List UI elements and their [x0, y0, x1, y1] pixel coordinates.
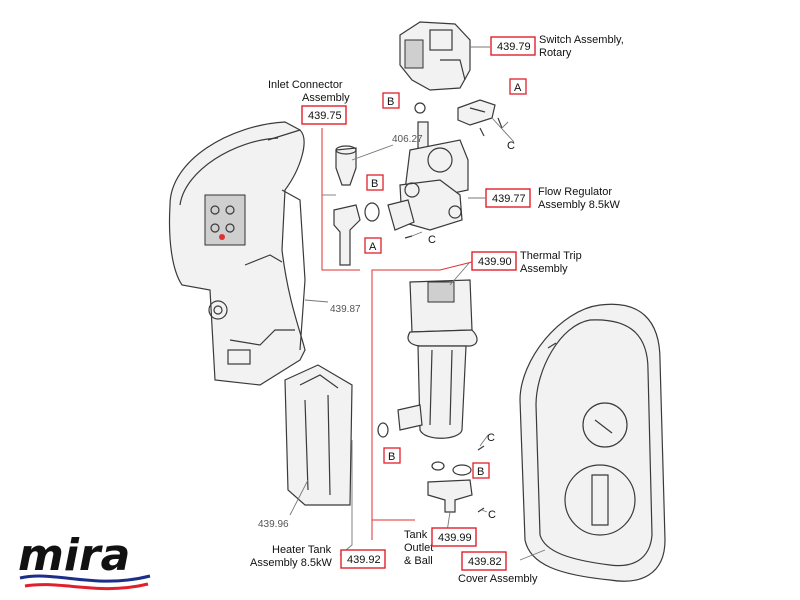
callout-c-2: C: [428, 234, 436, 246]
callout-c-1: C: [507, 140, 515, 152]
label-tank-outlet-2: Outlet: [404, 542, 433, 554]
callout-b-1: B: [382, 92, 400, 109]
code-flow-regulator: 439.77: [492, 193, 526, 205]
code-inlet-connector: 439.75: [308, 110, 342, 122]
code-heater-tank: 439.92: [347, 554, 381, 566]
logo-text: mira: [18, 530, 130, 581]
code-label-heater-tank: 439.92: [340, 549, 386, 569]
label-inlet-connector-1: Inlet Connector: [268, 79, 343, 91]
callout-a-2: A: [364, 237, 382, 254]
code-439-87: 439.87: [330, 304, 361, 315]
code-label-switch-assembly: 439.79: [490, 36, 536, 56]
cover-assembly-illustration: [519, 303, 666, 582]
heater-tank-illustration: [377, 279, 485, 451]
flow-regulator-illustration: [387, 121, 469, 239]
label-tank-outlet-1: Tank: [404, 529, 428, 541]
label-switch-assembly-1: Switch Assembly,: [539, 34, 624, 46]
callout-b-3: B: [383, 447, 401, 464]
leader-lines: [289, 46, 546, 561]
code-switch-assembly: 439.79: [497, 41, 531, 53]
code-tank-outlet: 439.99: [438, 532, 472, 544]
code-label-cover-assembly: 439.82: [461, 551, 507, 571]
callout-c-4: C: [488, 509, 496, 521]
code-thermal-trip: 439.90: [478, 256, 512, 268]
svg-text:A: A: [514, 82, 522, 94]
front-channel-illustration: [284, 364, 353, 506]
callout-b-2: B: [366, 174, 384, 191]
mira-logo: mira: [18, 530, 151, 591]
code-439-96: 439.96: [258, 519, 289, 530]
svg-text:B: B: [388, 451, 395, 463]
backplate-housing: [168, 121, 306, 386]
label-flow-regulator-2: Assembly 8.5kW: [538, 199, 621, 211]
tank-outlet-illustration: [427, 461, 485, 513]
label-inlet-connector-2: Assembly: [302, 92, 350, 104]
label-heater-tank-2: Assembly 8.5kW: [250, 557, 333, 569]
code-label-tank-outlet: 439.99: [431, 527, 477, 547]
label-flow-regulator-1: Flow Regulator: [538, 186, 612, 198]
label-thermal-trip-2: Assembly: [520, 263, 568, 275]
code-label-inlet-connector: 439.75: [301, 105, 347, 125]
callout-b-4: B: [472, 462, 490, 479]
logo-wave-bottom: [24, 582, 149, 591]
label-switch-assembly-2: Rotary: [539, 47, 572, 59]
svg-text:B: B: [477, 466, 484, 478]
code-label-flow-regulator: 439.77: [485, 188, 531, 208]
svg-text:B: B: [387, 96, 394, 108]
code-406-27: 406.27: [392, 134, 423, 145]
callout-c-3: C: [487, 432, 495, 444]
svg-text:A: A: [369, 241, 377, 253]
logo-wave-top: [19, 574, 151, 583]
svg-text:B: B: [371, 178, 378, 190]
switch-assembly-illustration: [399, 21, 503, 137]
callout-a-1: A: [509, 78, 527, 95]
code-label-thermal-trip: 439.90: [471, 251, 517, 271]
label-thermal-trip-1: Thermal Trip: [520, 250, 582, 262]
label-heater-tank-1: Heater Tank: [272, 544, 332, 556]
label-tank-outlet-3: & Ball: [404, 555, 433, 567]
label-cover-assembly: Cover Assembly: [458, 573, 538, 585]
code-cover-assembly: 439.82: [468, 556, 502, 568]
inlet-connector-illustration: [333, 145, 380, 266]
